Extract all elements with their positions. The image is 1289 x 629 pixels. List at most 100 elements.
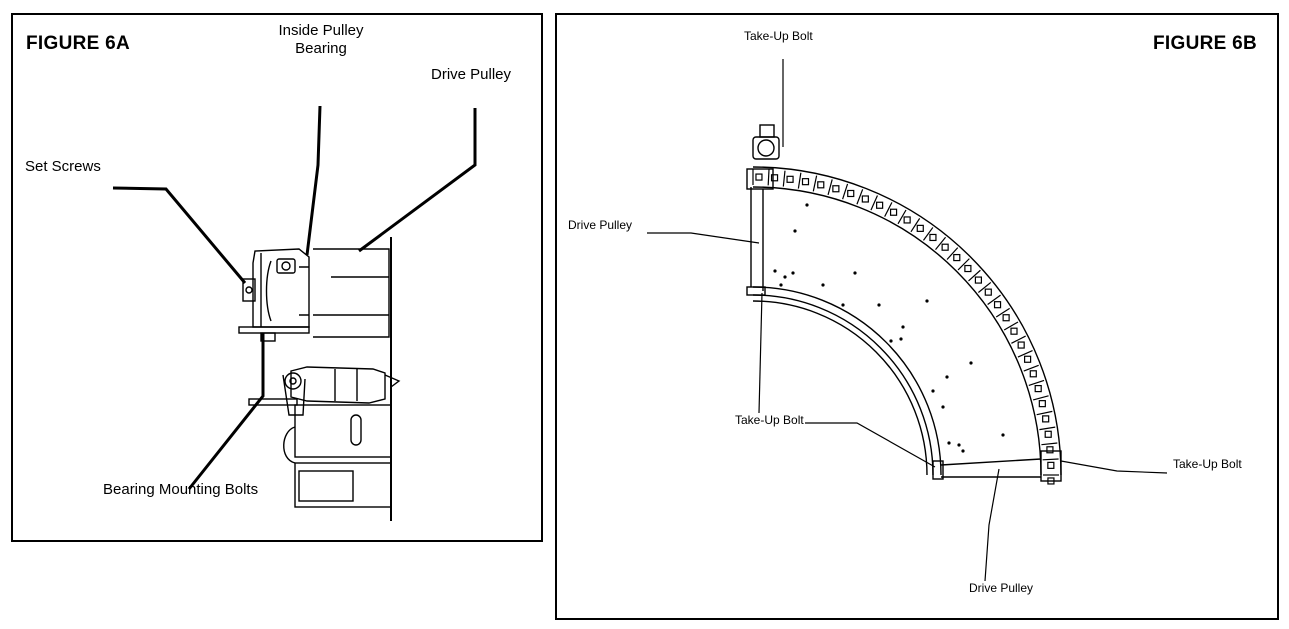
leader-set-screws	[112, 186, 247, 284]
rail-tick	[946, 247, 959, 260]
rivet-dot	[1001, 433, 1005, 437]
rail-tick	[935, 236, 947, 251]
rail-bracket	[847, 189, 855, 198]
label-inside-pulley-line1: Inside Pulley	[278, 22, 364, 39]
rail-bracket	[1044, 430, 1052, 438]
rail-tick	[1023, 364, 1039, 372]
bottom-end-plate	[1040, 450, 1062, 482]
label-take-up-bolt-right: Take-Up Bolt	[1173, 457, 1242, 471]
rail-bracket	[817, 181, 825, 189]
curve-outer-rail-inner	[752, 186, 1042, 476]
rail-tick	[1036, 410, 1053, 416]
rail-bracket	[1046, 446, 1054, 454]
label-take-up-bolt-middle: Take-Up Bolt	[735, 413, 804, 427]
rail-bracket	[1002, 314, 1010, 322]
rail-tick	[957, 258, 970, 271]
bearing-top-bolt	[276, 258, 296, 274]
figure-6a-drawing	[112, 105, 477, 521]
rail-bracket	[1047, 477, 1055, 485]
rail-bracket	[1024, 355, 1032, 363]
rivet-dot	[853, 271, 857, 275]
rail-tick	[1032, 395, 1049, 401]
rail-bracket	[916, 224, 924, 232]
rail-tick	[842, 183, 849, 200]
rail-tick	[922, 227, 934, 241]
drive-pulley-body	[313, 248, 390, 338]
lower-frame-lower	[294, 462, 392, 508]
curve-outer-rail	[752, 166, 1062, 476]
outer-rail-ticks	[752, 169, 1059, 485]
rail-bracket	[876, 201, 884, 209]
rail-tick	[767, 169, 770, 186]
rail-tick	[968, 269, 981, 282]
leader-drive-pulley-bottom	[984, 468, 1000, 582]
rivet-dot	[805, 203, 809, 207]
belt-rivet-dots	[773, 203, 1005, 453]
rivet-dot	[945, 375, 949, 379]
leader-bearing-mounting-bolts	[187, 333, 265, 490]
leader-take-up-bolt-right	[1060, 460, 1168, 474]
rail-tick	[797, 172, 802, 189]
rail-tick	[782, 170, 786, 187]
label-bearing-mounting-bolts: Bearing Mounting Bolts	[103, 481, 259, 498]
rail-bracket	[1038, 400, 1046, 408]
rail-bracket	[1029, 370, 1037, 378]
rail-tick	[1039, 426, 1056, 431]
rail-tick	[987, 294, 1001, 306]
label-drive-pulley-bottom: Drive Pulley	[969, 581, 1034, 595]
figure-6b-drawing	[647, 59, 1168, 582]
rail-bracket	[941, 243, 949, 251]
rivet-dot	[925, 299, 929, 303]
rail-tick	[910, 218, 921, 233]
rivet-dot	[773, 269, 777, 273]
curve-inner-rail	[752, 286, 942, 476]
rail-tick	[1017, 349, 1033, 358]
leader-drive-pulley-left	[647, 232, 760, 244]
leader-take-up-bolt-middle-up	[758, 292, 763, 414]
rail-bracket	[903, 216, 911, 224]
rail-tick	[856, 189, 864, 205]
rail-bracket	[1042, 415, 1050, 423]
rivet-dot	[957, 443, 961, 447]
rail-bracket	[755, 173, 763, 181]
set-screw-block	[242, 278, 256, 302]
rivet-dot	[901, 325, 905, 329]
rail-tick	[884, 202, 893, 217]
curve-inner-rail-2	[752, 294, 934, 476]
rivet-dot	[931, 389, 935, 393]
figure-6b-title: FIGURE 6B	[1153, 33, 1258, 54]
rivet-dot	[889, 339, 893, 343]
rail-bracket	[929, 233, 937, 242]
top-end-plate	[746, 168, 774, 190]
rail-tick	[995, 307, 1010, 318]
rail-bracket	[974, 276, 983, 284]
rail-bracket	[889, 208, 898, 216]
take-up-nut	[284, 372, 302, 390]
rail-bracket	[1010, 327, 1018, 335]
label-drive-pulley-a: Drive Pulley	[431, 66, 512, 83]
label-set-screws: Set Screws	[25, 158, 101, 175]
rail-tick	[1041, 442, 1058, 446]
rivet-dot	[793, 229, 797, 233]
bearing-base-plate	[238, 326, 310, 334]
rail-bracket	[770, 174, 779, 182]
rail-bracket	[984, 288, 992, 296]
lower-frame-upper	[294, 404, 392, 458]
label-take-up-bolt-top: Take-Up Bolt	[744, 29, 813, 43]
rail-bracket	[1034, 384, 1042, 393]
label-inside-pulley-line2: Bearing	[295, 40, 347, 57]
figure-6a-panel: FIGURE 6A	[11, 13, 543, 542]
label-inside-pulley-bearing: Inside Pulley Bearing	[261, 22, 381, 58]
rail-tick	[1011, 335, 1026, 344]
leader-inside-pulley-bearing	[305, 105, 322, 256]
leader-take-up-bolt-middle	[805, 422, 936, 468]
rail-tick	[812, 175, 818, 192]
rivet-dot	[941, 405, 945, 409]
rail-tick	[1028, 379, 1045, 386]
rail-bracket	[832, 185, 840, 193]
leader-drive-pulley-a	[358, 108, 477, 253]
rail-bracket	[801, 178, 810, 186]
rail-tick	[827, 179, 833, 196]
figure-6b-panel: FIGURE 6B	[555, 13, 1279, 620]
rail-tick	[1003, 321, 1019, 331]
